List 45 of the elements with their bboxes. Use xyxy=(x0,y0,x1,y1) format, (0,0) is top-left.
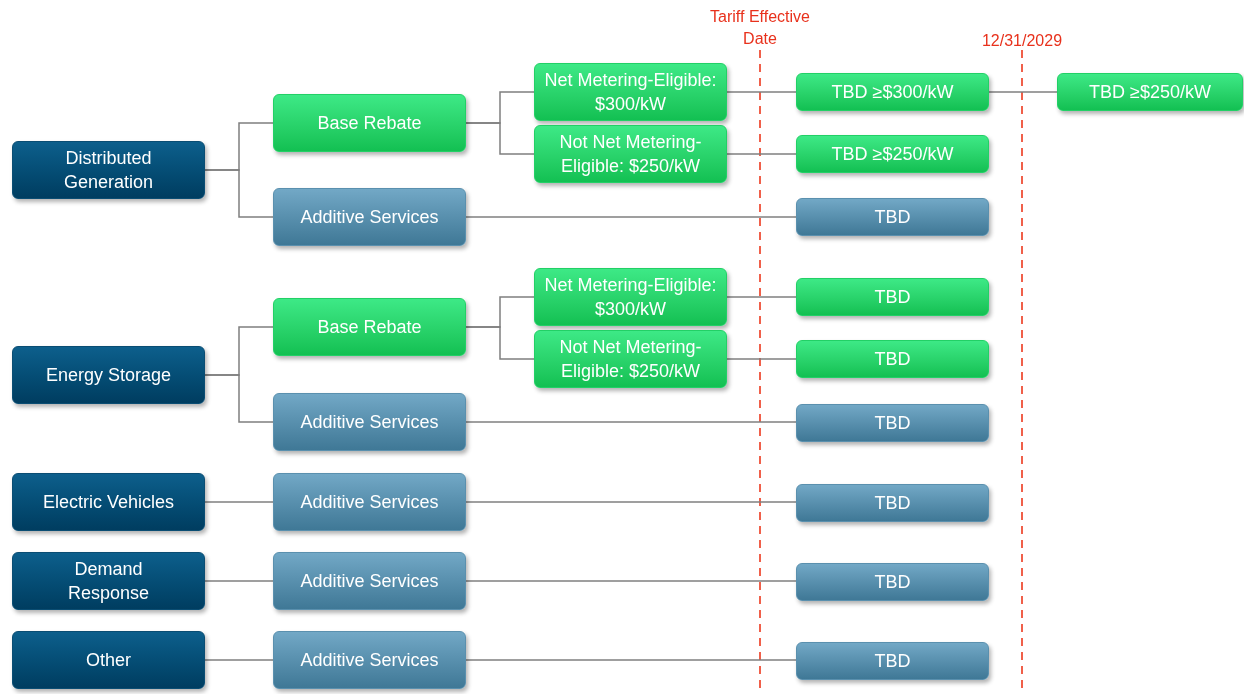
connector-line xyxy=(204,169,274,218)
connector-line xyxy=(204,374,274,423)
connector-line xyxy=(465,326,535,360)
category-box: Base Rebate xyxy=(273,94,466,152)
category-box: Additive Services xyxy=(273,188,466,246)
category-box: Not Net Metering-Eligible: $250/kW xyxy=(534,125,727,183)
category-box: TBD xyxy=(796,563,989,601)
category-box: Electric Vehicles xyxy=(12,473,205,531)
connector-line xyxy=(465,580,797,582)
connector-line xyxy=(204,580,274,582)
category-box: TBD xyxy=(796,198,989,236)
category-box: Other xyxy=(12,631,205,689)
connector-line xyxy=(988,91,1058,93)
category-box: TBD ≥$300/kW xyxy=(796,73,989,111)
category-box: Additive Services xyxy=(273,473,466,531)
connector-line xyxy=(726,91,797,93)
connector-line xyxy=(204,501,274,503)
category-box: TBD xyxy=(796,484,989,522)
category-box: Additive Services xyxy=(273,631,466,689)
category-box: Not Net Metering-Eligible: $250/kW xyxy=(534,330,727,388)
timeline-label: 12/31/2029 xyxy=(980,31,1064,51)
connector-line xyxy=(726,296,797,298)
category-box: TBD xyxy=(796,642,989,680)
category-box: TBD xyxy=(796,340,989,378)
category-box: Additive Services xyxy=(273,552,466,610)
category-box: TBD xyxy=(796,278,989,316)
category-box: TBD ≥$250/kW xyxy=(1057,73,1243,111)
connector-line xyxy=(465,421,797,423)
connector-line xyxy=(465,501,797,503)
category-box: Additive Services xyxy=(273,393,466,451)
timeline-label: Tariff Effective Date xyxy=(709,7,811,49)
category-box: Base Rebate xyxy=(273,298,466,356)
category-box: Demand Response xyxy=(12,552,205,610)
connector-line xyxy=(726,153,797,155)
category-box: Net Metering-Eligible: $300/kW xyxy=(534,268,727,326)
connector-line xyxy=(204,659,274,661)
category-box: Net Metering-Eligible: $300/kW xyxy=(534,63,727,121)
category-box: TBD ≥$250/kW xyxy=(796,135,989,173)
category-box: Distributed Generation xyxy=(12,141,205,199)
connector-line xyxy=(465,659,797,661)
connector-line xyxy=(465,122,535,155)
connector-line xyxy=(726,358,797,360)
category-box: TBD xyxy=(796,404,989,442)
connector-line xyxy=(465,216,797,218)
category-box: Energy Storage xyxy=(12,346,205,404)
